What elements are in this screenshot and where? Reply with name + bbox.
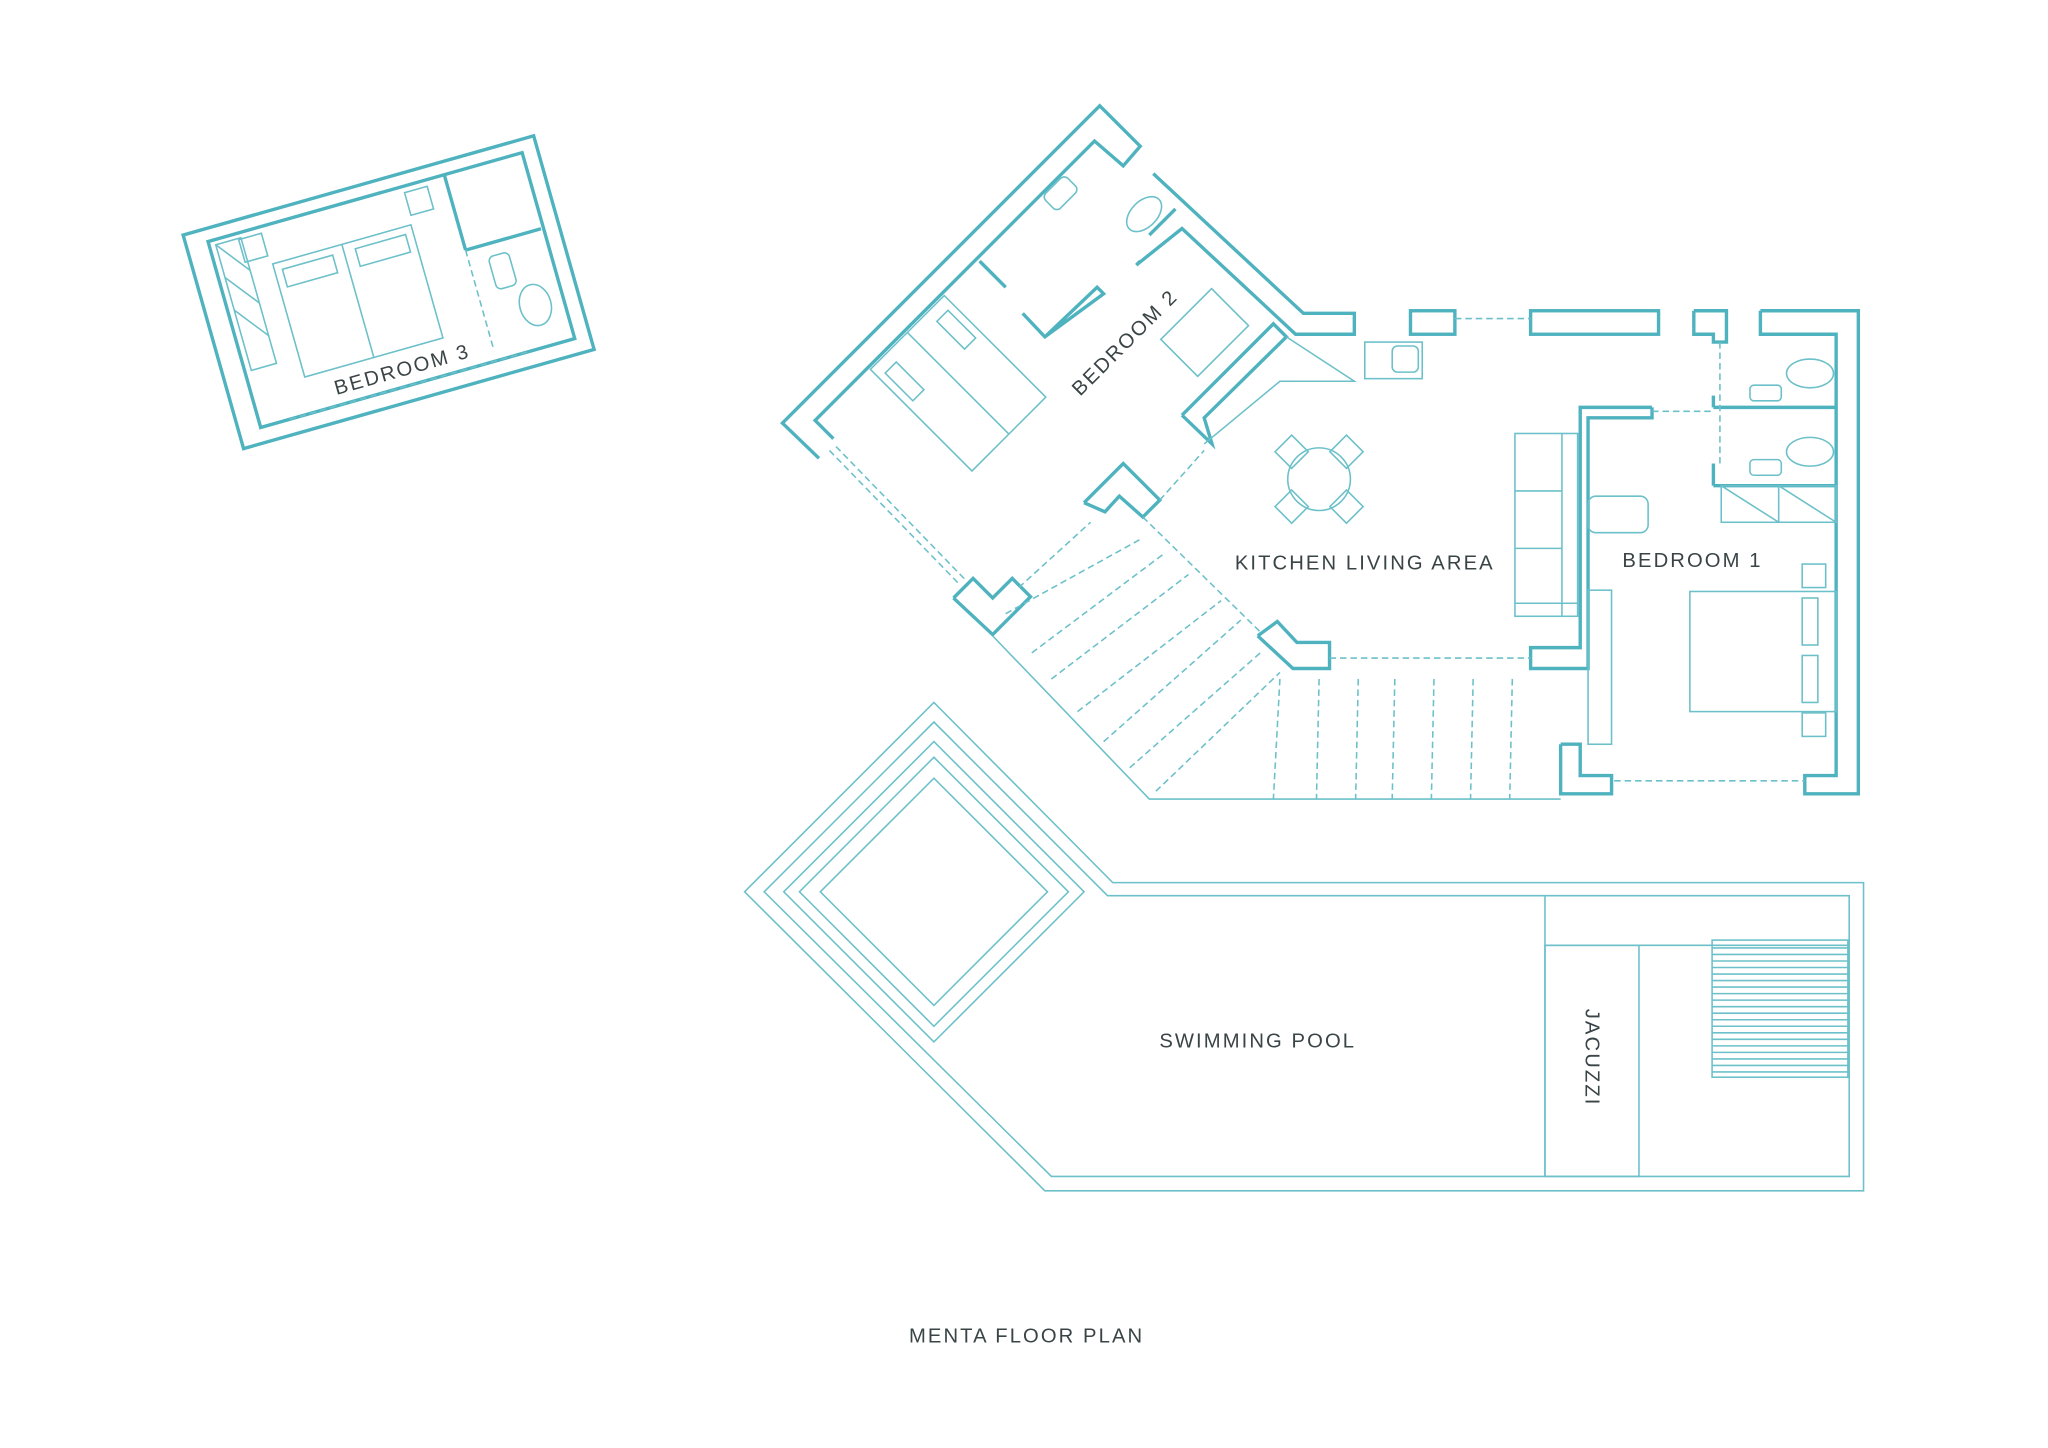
main-house-walls <box>780 103 1861 796</box>
terrace-steps <box>828 317 1805 800</box>
room-label-jacuzzi: JACUZZI <box>1580 1009 1602 1107</box>
furniture <box>869 176 1837 800</box>
pool-area <box>743 701 1865 1192</box>
bedroom-3-annex <box>181 133 597 451</box>
plan-title: MENTA FLOOR PLAN <box>909 1325 1144 1347</box>
room-label-kitchen-living-area: KITCHEN LIVING AREA <box>1235 552 1495 574</box>
room-label-swimming-pool: SWIMMING POOL <box>1159 1030 1356 1052</box>
room-label-bedroom-2: BEDROOM 2 <box>1068 286 1183 401</box>
room-label-bedroom-1: BEDROOM 1 <box>1622 550 1762 572</box>
